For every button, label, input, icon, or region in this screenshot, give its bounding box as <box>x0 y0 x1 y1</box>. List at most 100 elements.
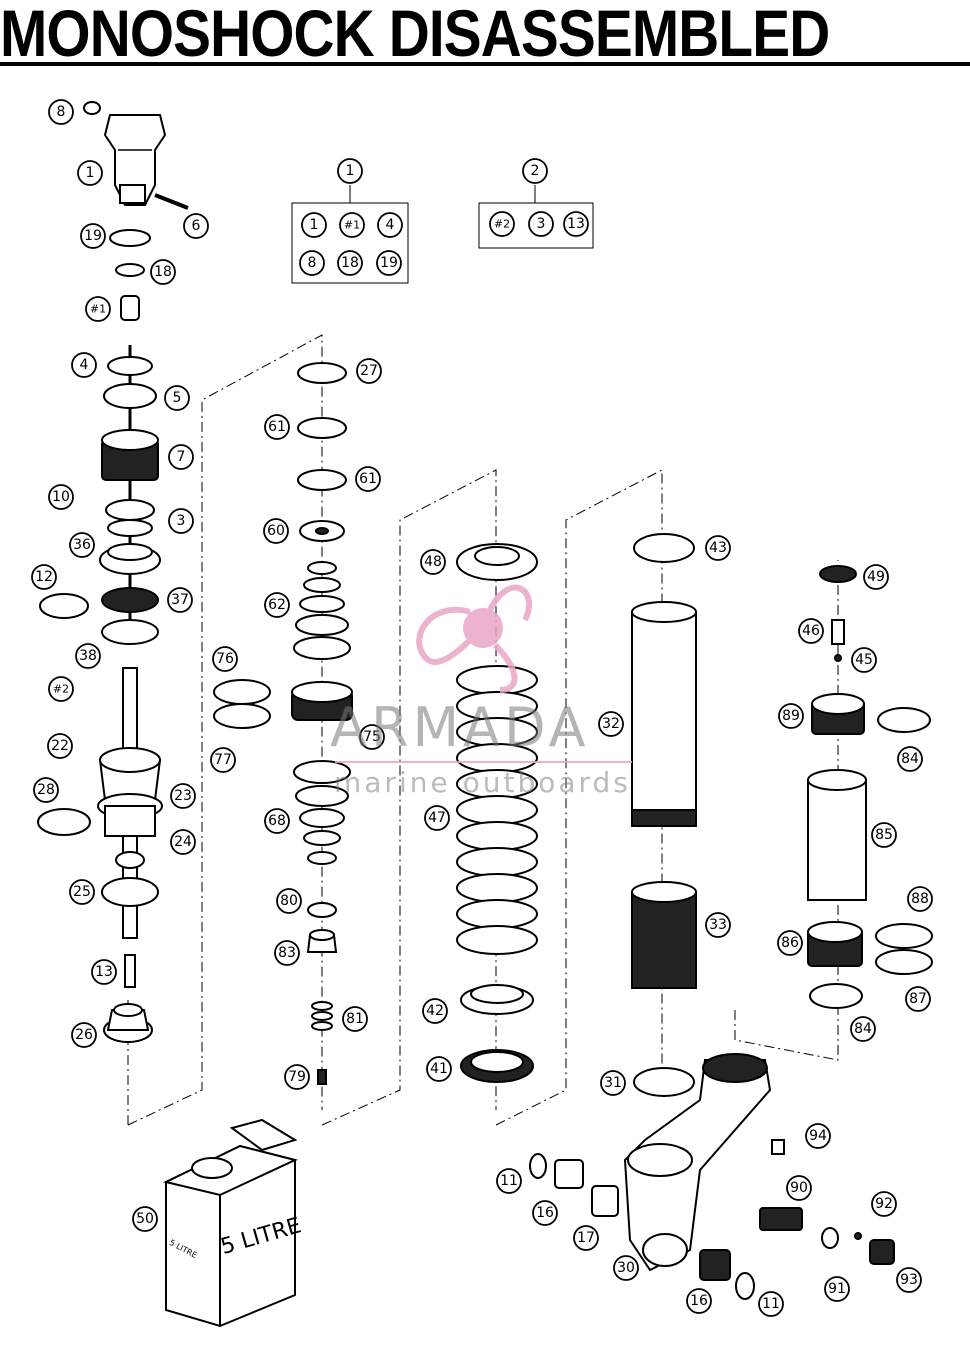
callout-6: 6 <box>183 213 209 239</box>
spring-seat-48 <box>456 543 538 581</box>
svg-text:42: 42 <box>426 1003 444 1019</box>
svg-text:6: 6 <box>192 218 201 234</box>
callout-5: 5 <box>164 385 190 411</box>
callout-62: 62 <box>264 592 290 618</box>
o-ring-18 <box>115 263 145 277</box>
ring-12 <box>39 593 89 619</box>
svg-text:19: 19 <box>84 228 102 244</box>
ring-28 <box>37 808 91 836</box>
circlips-87-88 <box>875 923 933 975</box>
stop-5 <box>103 383 157 409</box>
svg-text:91: 91 <box>828 1281 846 1297</box>
callout-80: 80 <box>276 888 302 914</box>
washer-38 <box>101 619 159 645</box>
callout-38: 38 <box>75 643 101 669</box>
callout-50: 50 <box>132 1206 158 1232</box>
ring-4 <box>107 356 153 376</box>
svg-text:11: 11 <box>500 1173 518 1189</box>
callout-81: 81 <box>342 1006 368 1032</box>
ring-31 <box>633 1067 695 1097</box>
circlip-43 <box>633 533 695 563</box>
svg-text:13: 13 <box>95 964 113 980</box>
svg-text:32: 32 <box>602 716 620 732</box>
callout-18: 18 <box>150 259 176 285</box>
valve-13 <box>124 954 136 988</box>
kit-1-item-18: 18 <box>337 250 363 276</box>
callout-83: 83 <box>274 940 300 966</box>
ring-3 <box>107 519 153 537</box>
callout-kit-1: 1 <box>337 158 363 184</box>
callout-24: 24 <box>170 829 196 855</box>
callout-36: 36 <box>69 532 95 558</box>
cap-86 <box>807 921 863 967</box>
watermark-logo <box>335 584 632 763</box>
svg-text:19: 19 <box>380 255 398 271</box>
callout-68: 68 <box>264 808 290 834</box>
screw-79 <box>317 1069 327 1085</box>
callout-12: 12 <box>31 564 57 590</box>
callout-60: 60 <box>263 518 289 544</box>
callout-30: 30 <box>613 1255 639 1281</box>
reservoir-85 <box>807 769 867 901</box>
svg-text:16: 16 <box>690 1293 708 1309</box>
piston-75 <box>291 681 353 721</box>
svg-text:3: 3 <box>537 216 546 232</box>
svg-text:36: 36 <box>73 537 91 553</box>
washer-80 <box>307 902 337 918</box>
callout-32: 32 <box>598 711 624 737</box>
ring-84-top <box>877 707 931 733</box>
callout-93: 93 <box>896 1267 922 1293</box>
callout-26: 26 <box>71 1022 97 1048</box>
svg-text:90: 90 <box>790 1180 808 1196</box>
page-title: MONOSHOCK DISASSEMBLED <box>0 0 830 70</box>
svg-text:41: 41 <box>430 1061 448 1077</box>
callout-3: 3 <box>168 508 194 534</box>
adjuster-90 <box>759 1207 839 1249</box>
callout-10: 10 <box>48 484 74 510</box>
svg-text:2: 2 <box>531 163 540 179</box>
svg-text:27: 27 <box>360 363 378 379</box>
svg-text:4: 4 <box>386 217 395 233</box>
callout-46: 46 <box>798 618 824 644</box>
callout-61a: 61 <box>264 414 290 440</box>
svg-text:84: 84 <box>901 751 919 767</box>
ring-84-bottom <box>809 983 863 1009</box>
piston-89 <box>811 693 865 735</box>
callout-89: 89 <box>778 703 804 729</box>
svg-text:79: 79 <box>288 1069 306 1085</box>
o-ring-45 <box>834 654 842 662</box>
svg-text:45: 45 <box>855 652 873 668</box>
callout-84b: 84 <box>850 1016 876 1042</box>
svg-text:68: 68 <box>268 813 286 829</box>
bump-rubber-7 <box>101 429 159 481</box>
callout-77: 77 <box>210 747 236 773</box>
callout-41: 41 <box>426 1056 452 1082</box>
callout-84a: 84 <box>897 746 923 772</box>
kit-1-item-8: 8 <box>299 250 325 276</box>
svg-text:#2: #2 <box>53 683 69 696</box>
svg-text:8: 8 <box>308 255 317 271</box>
callout-23: 23 <box>170 783 196 809</box>
svg-text:81: 81 <box>346 1011 364 1027</box>
callout-22: 22 <box>47 733 73 759</box>
svg-text:48: 48 <box>424 554 442 570</box>
callout-85: 85 <box>871 822 897 848</box>
callout-61b: 61 <box>355 466 381 492</box>
callout-28: 28 <box>33 777 59 803</box>
svg-text:1: 1 <box>346 163 355 179</box>
svg-text:37: 37 <box>171 592 189 608</box>
svg-text:28: 28 <box>37 782 55 798</box>
callout-kit-2: 2 <box>522 158 548 184</box>
callout-75: 75 <box>359 724 385 750</box>
nut-83 <box>306 929 338 953</box>
svg-text:11: 11 <box>762 1296 780 1312</box>
cap-49 <box>819 565 857 583</box>
svg-text:38: 38 <box>79 648 97 664</box>
svg-text:8: 8 <box>57 104 66 120</box>
watermark-name: ARMADA <box>330 696 590 759</box>
callout-11a: 11 <box>496 1168 522 1194</box>
kit-2-item-3: 3 <box>528 211 554 237</box>
spring-collar-42 <box>460 984 534 1015</box>
sleeve-33 <box>631 881 697 989</box>
